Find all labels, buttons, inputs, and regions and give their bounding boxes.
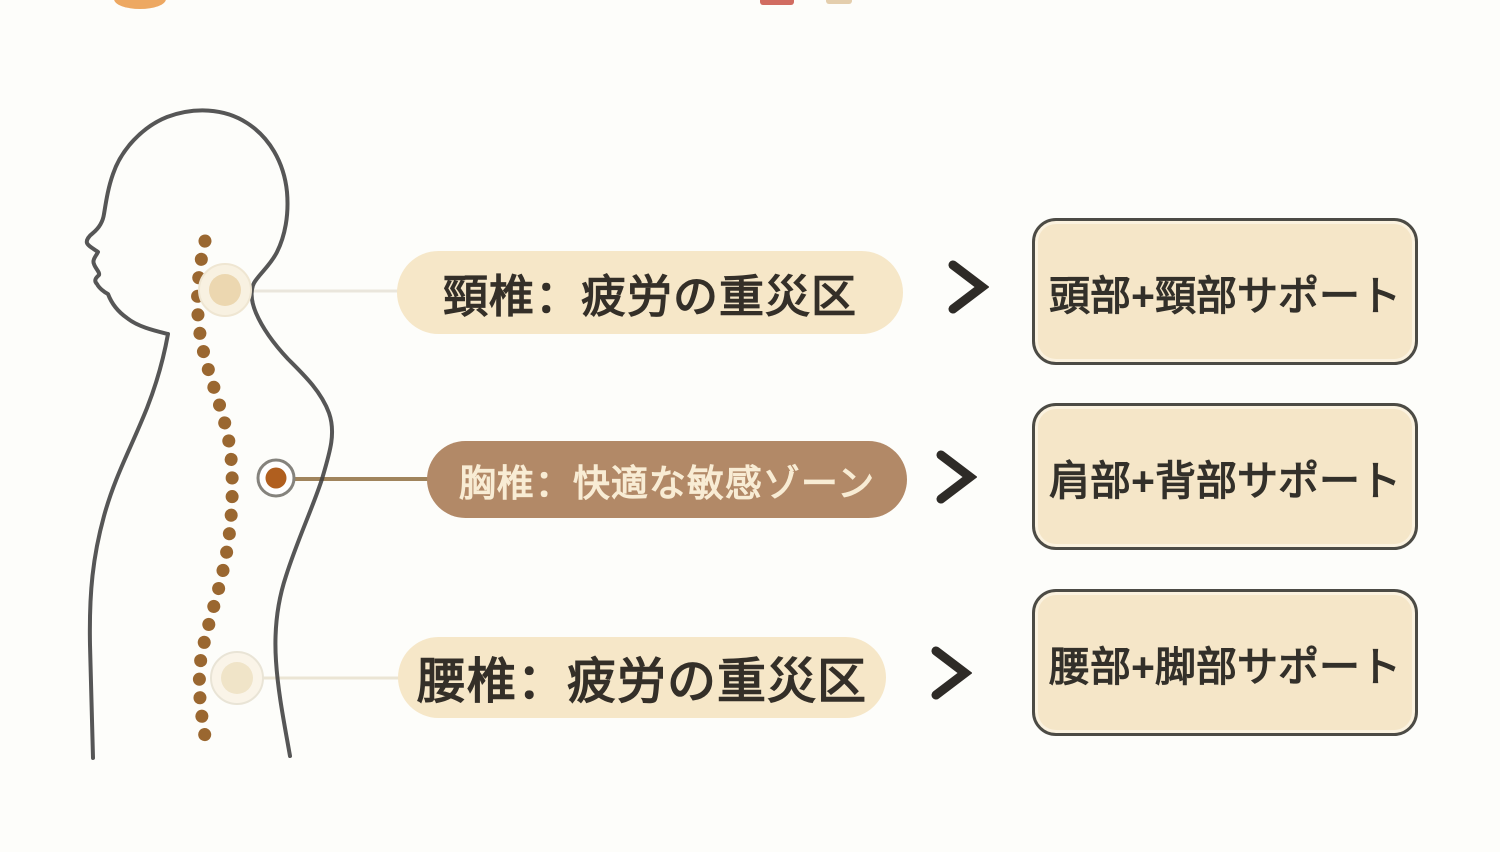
lumbar-zone-label: 腰椎：疲労の重災区	[416, 655, 867, 709]
thoracic-spine-point	[256, 458, 296, 498]
top-edge-decoration-fragment	[114, 0, 166, 9]
cervical-spine-point	[198, 263, 252, 317]
chevron-right-icon	[948, 260, 989, 314]
waist-leg-support-label: 腰部+脚部サポート	[1049, 643, 1401, 690]
head-neck-support-box: 頭部+頸部サポート	[1032, 218, 1418, 365]
chevron-right-icon	[931, 646, 972, 700]
thoracic-zone-pill: 胸椎：快適な敏感ゾーン	[427, 441, 907, 518]
cervical-zone-pill: 頸椎：疲労の重災区	[397, 251, 903, 334]
spine-dots	[191, 234, 239, 754]
lumbar-zone-pill: 腰椎：疲労の重災区	[398, 637, 886, 718]
thoracic-zone-label: 胸椎：快適な敏感ゾーン	[458, 462, 876, 504]
waist-leg-support-box: 腰部+脚部サポート	[1032, 589, 1418, 736]
shoulder-back-support-label: 肩部+背部サポート	[1049, 457, 1401, 504]
head-neck-support-label: 頭部+頸部サポート	[1049, 272, 1401, 319]
body-outline	[84, 108, 335, 760]
chevron-right-icon	[936, 450, 977, 504]
lumbar-spine-point	[210, 651, 264, 705]
top-edge-decoration-fragment	[760, 0, 794, 5]
cervical-zone-label: 頸椎：疲労の重災区	[442, 271, 857, 322]
shoulder-back-support-box: 肩部+背部サポート	[1032, 403, 1418, 550]
top-edge-decoration-fragment	[826, 0, 852, 4]
